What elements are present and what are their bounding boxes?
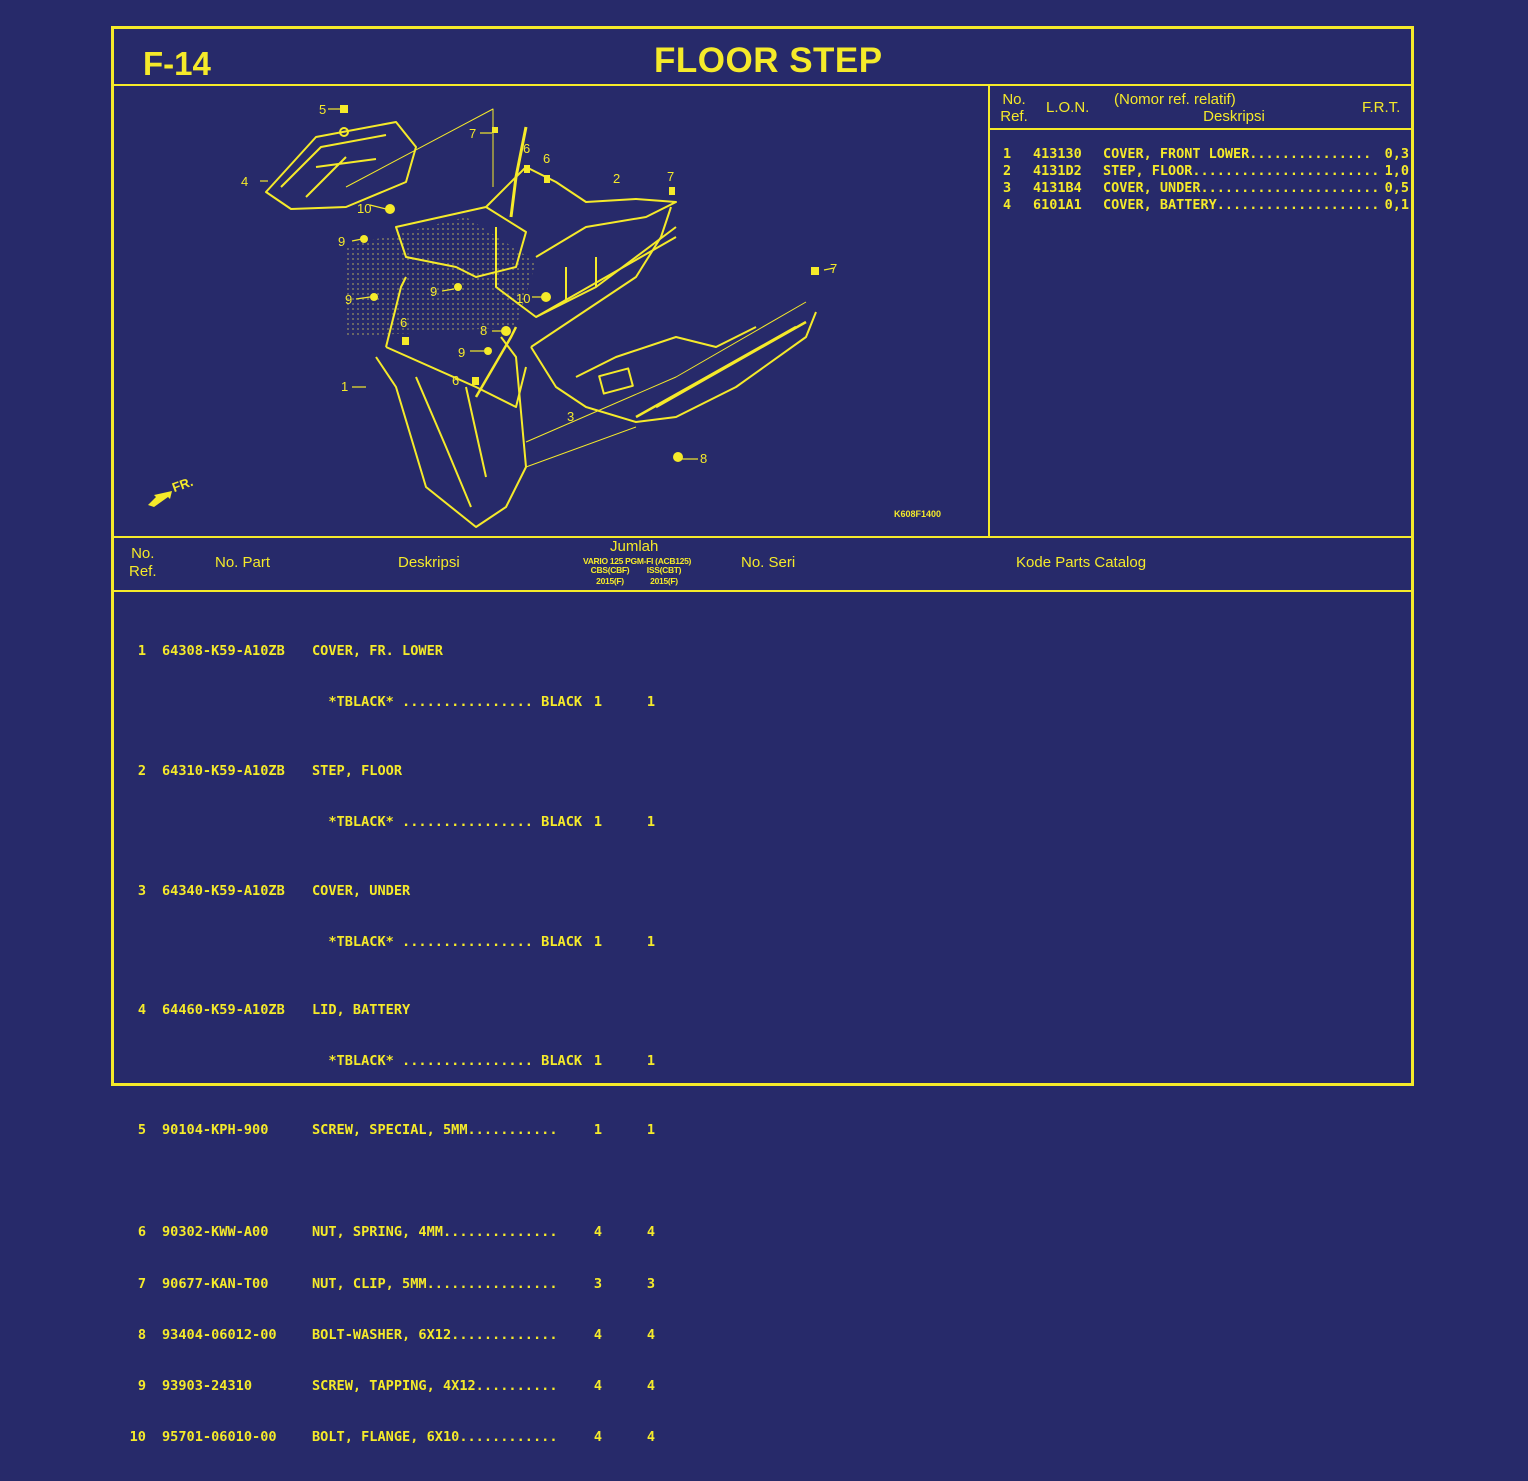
parts-header-desc: Deskripsi bbox=[398, 554, 460, 571]
parts-header-qty: Jumlah bbox=[610, 538, 659, 555]
parts-header-no-ref: No. Ref. bbox=[129, 545, 157, 580]
svg-text:7: 7 bbox=[469, 126, 476, 141]
svg-text:9: 9 bbox=[430, 284, 437, 299]
svg-text:9: 9 bbox=[458, 345, 465, 360]
divider bbox=[114, 590, 1411, 592]
part-1-front-lower-cover bbox=[375, 276, 527, 528]
parts-header-year-col2: 2015(F) bbox=[650, 576, 678, 586]
divider bbox=[114, 536, 1411, 538]
divider bbox=[114, 84, 1411, 86]
parts-header-catalog: Kode Parts Catalog bbox=[1016, 554, 1147, 571]
svg-text:7: 7 bbox=[830, 261, 837, 276]
svg-text:9: 9 bbox=[345, 292, 352, 307]
svg-text:6: 6 bbox=[523, 141, 530, 156]
svg-text:6: 6 bbox=[452, 373, 459, 388]
catalog-page: F-14 FLOOR STEP No. Ref. L.O.N. (Nomor r… bbox=[111, 26, 1414, 1445]
parts-header-model: VARIO 125 PGM-FI (ACB125) bbox=[582, 556, 692, 566]
section-code: F-14 bbox=[143, 45, 211, 82]
svg-text:3: 3 bbox=[567, 409, 574, 424]
svg-text:2: 2 bbox=[613, 171, 620, 186]
figure-code: K608F1400 bbox=[894, 509, 942, 519]
frt-header-frt: F.R.T. bbox=[1362, 99, 1401, 116]
svg-text:5: 5 bbox=[319, 102, 326, 117]
parts-header-year-col1: 2015(F) bbox=[596, 576, 624, 586]
exploded-parts-diagram: 5 4 7 6 6 2 7 10 9 9 9 10 6 8 9 6 1 3 8 … bbox=[116, 87, 988, 535]
svg-text:8: 8 bbox=[480, 323, 487, 338]
frt-header-no-ref: No. Ref. bbox=[1000, 91, 1028, 125]
frt-header-desc: (Nomor ref. relatif) Deskripsi bbox=[1114, 91, 1265, 125]
parts-header-model-col1: CBS(CBF) bbox=[590, 565, 630, 575]
front-direction-indicator: FR. bbox=[146, 474, 206, 514]
svg-text:9: 9 bbox=[338, 234, 345, 249]
parts-header-model-col2: ISS(CBT) bbox=[646, 565, 682, 575]
frt-header-lon: L.O.N. bbox=[1046, 99, 1090, 116]
svg-text:8: 8 bbox=[700, 451, 707, 466]
divider bbox=[988, 86, 990, 536]
divider bbox=[988, 128, 1411, 130]
page-title: FLOOR STEP bbox=[654, 41, 883, 80]
part-4-battery-lid bbox=[265, 121, 417, 210]
svg-text:7: 7 bbox=[667, 169, 674, 184]
svg-text:10: 10 bbox=[357, 201, 371, 216]
parts-header-serial: No. Seri bbox=[741, 554, 796, 571]
svg-text:1: 1 bbox=[341, 379, 348, 394]
svg-text:10: 10 bbox=[516, 291, 530, 306]
parts-header-part-no: No. Part bbox=[215, 554, 271, 571]
svg-text:6: 6 bbox=[400, 315, 407, 330]
part-3-under-cover bbox=[525, 206, 817, 468]
svg-text:6: 6 bbox=[543, 151, 550, 166]
svg-text:4: 4 bbox=[241, 174, 248, 189]
